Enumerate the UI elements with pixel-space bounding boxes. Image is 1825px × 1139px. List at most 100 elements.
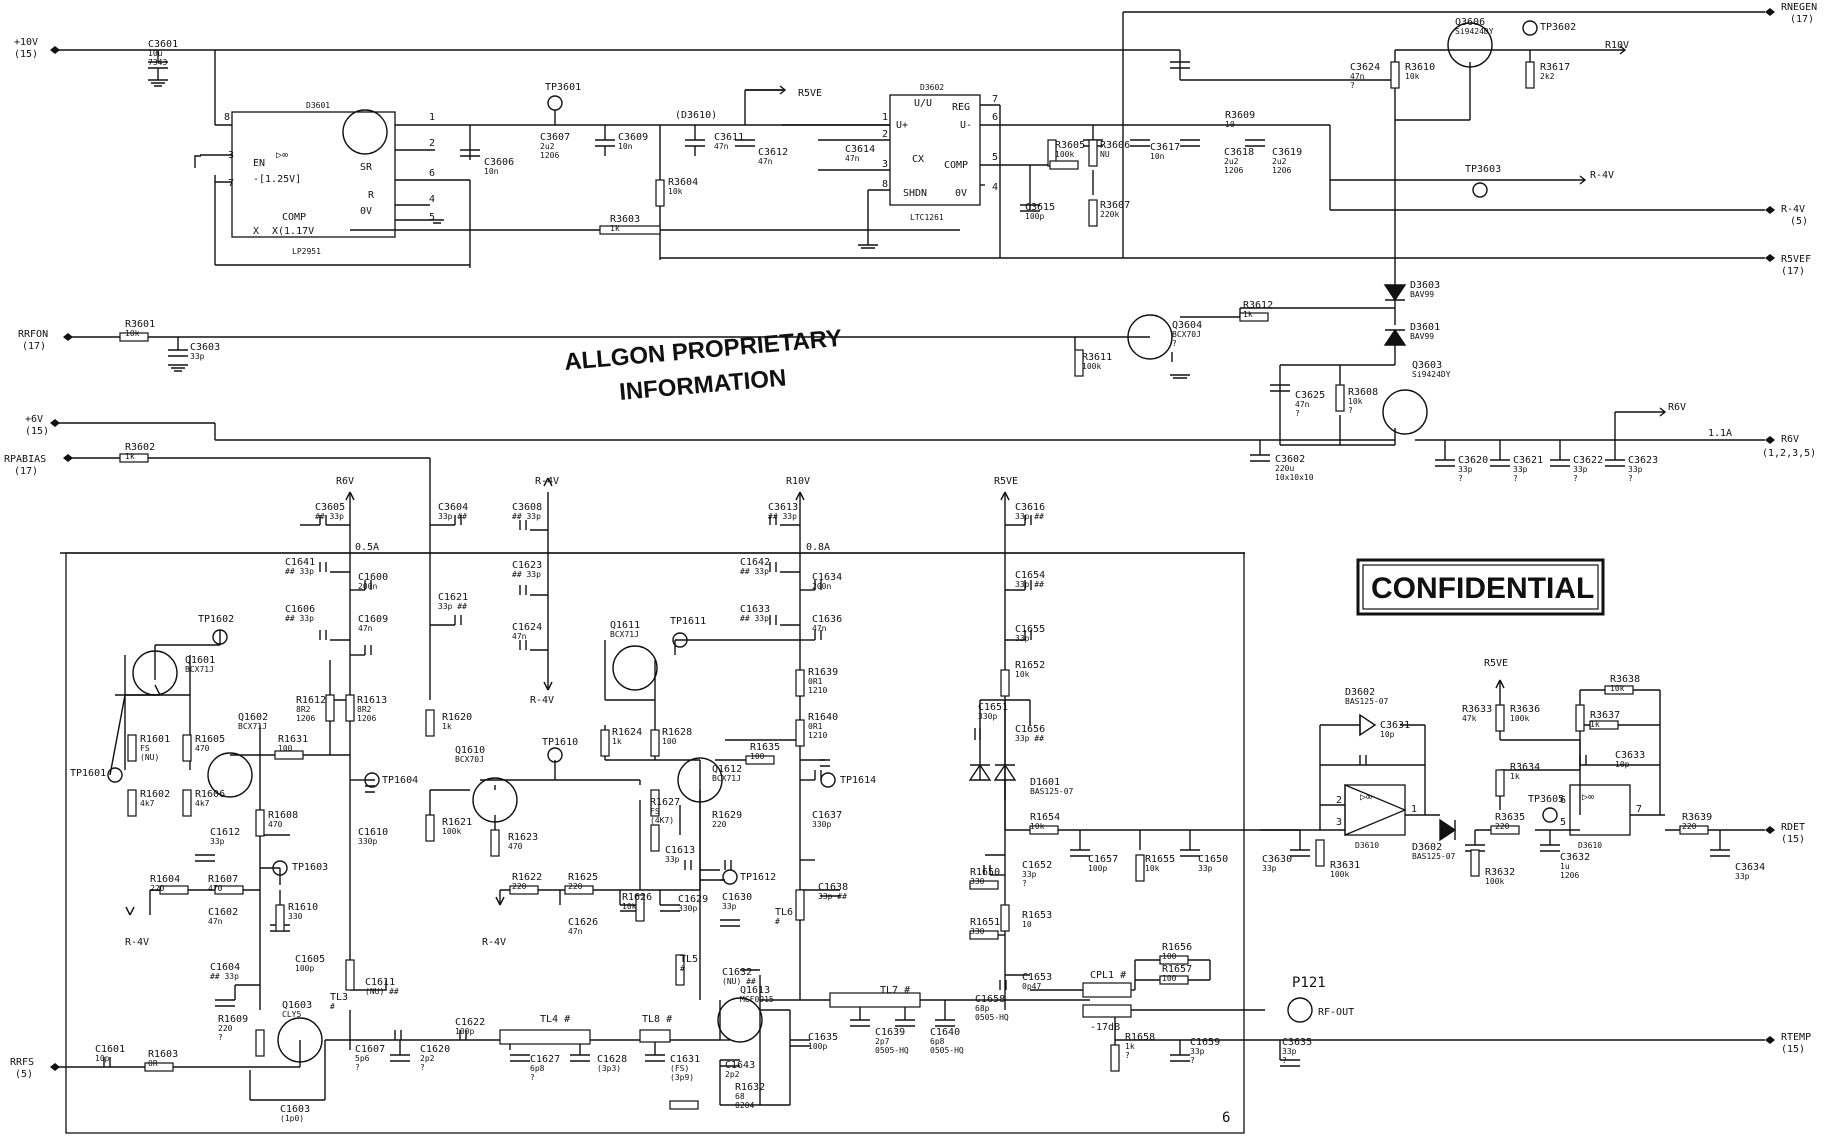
pin: 1 [429,112,435,123]
part-c1651-value: 330p [978,712,997,721]
pin: 3 [228,150,234,161]
part-c1652-ref: C1652 [1022,860,1052,871]
part-r3602-ref: R3602 [125,442,155,453]
part-r1640-ref: R1640 [808,712,838,723]
part-c1610-value: 330p [358,837,377,846]
pin: 5 [992,152,998,163]
part-r1603-ref: R1603 [148,1049,178,1060]
part-c1627-value: ? [530,1073,535,1082]
part-c1638-ref: C1638 [818,882,848,893]
part-r3637-value: 1k [1590,720,1600,729]
part-tp3601-ref: TP3601 [545,82,581,93]
part-r1639-value: 0R1 [808,677,823,686]
ic-d3601-en: EN [253,158,265,169]
net-current-b: 0.8A [806,542,830,553]
part-c1653-ref: C1653 [1022,972,1052,983]
part-db17-ref: -17dB [1090,1022,1120,1033]
part-r3612-ref: R3612 [1243,300,1273,311]
part-c3619-ref: C3619 [1272,147,1302,158]
part-c1640-ref: C1640 [930,1027,960,1038]
part-c1602-value: 47n [208,917,223,926]
part-c1605-ref: C1605 [295,954,325,965]
part-c3630-value: 33p [1262,864,1277,873]
net-current-6v: 1.1A [1708,428,1732,439]
part-r1601-value: (NU) [140,753,159,762]
part-c3624-ref: C3624 [1350,62,1380,73]
part-tl7-ref: TL7 # [880,985,910,996]
net-r5ve-det: R5VE [1484,658,1508,669]
port-rdet: RDET [1781,822,1805,833]
part-r1607-value: 470 [208,884,223,893]
part-c1640-value: 6p8 [930,1037,945,1046]
pin: 6 [1560,795,1566,806]
pin: 4 [992,182,998,193]
part-c1626-value: 47n [568,927,583,936]
part-d3601-ref: D3601 [1410,322,1440,333]
part-r1658-value: ? [1125,1051,1130,1060]
part-r3632-value: 100k [1485,877,1504,886]
part-tp3602-ref: TP3602 [1540,22,1576,33]
part-c1656-ref: C1656 [1015,724,1045,735]
part-r1628-value: 100 [662,737,677,746]
part-c3618-value: 1206 [1224,166,1243,175]
ic-d3602-shdn: SHDN [903,188,927,199]
part-r1621-value: 100k [442,827,461,836]
part-tp1604-ref: TP1604 [382,775,418,786]
part-r1627-value: (4K7) [650,816,674,825]
part-c1631-value: (FS) [670,1064,689,1073]
pin: 2 [1336,795,1342,806]
part-r1652-ref: R1652 [1015,660,1045,671]
ic-d3601-amp: ▷∞ [276,150,288,161]
pin: 3 [882,159,888,170]
part-d3602b-ref: D3602 [1412,842,1442,853]
part-q3604-ref: Q3604 [1172,320,1202,331]
part-r1604-ref: R1604 [150,874,180,885]
part-c1631-value: (3p9) [670,1073,694,1082]
part-r3639-value: 220 [1682,822,1697,831]
part-r1610-value: 330 [288,912,303,921]
part-tl8-ref: TL8 # [642,1014,672,1025]
port-rpabias: RPABIAS [4,454,46,465]
part-c3607-ref: C3607 [540,132,570,143]
ic-d3602-cx: CX [912,154,924,165]
part-q1612-value: BCX71J [712,774,741,783]
port-10v-ref: (15) [14,49,38,60]
part-r3603-value: 1k [610,224,620,233]
part-c1658-value: 68p [975,1004,990,1013]
part-c1658-value: 0505-HQ [975,1013,1009,1022]
part-r1632-ref: R1632 [735,1082,765,1093]
part-q3606-ref: Q3606 [1455,17,1485,28]
part-c1607-value: ? [355,1063,360,1072]
part-r1613-value: 8R2 [357,705,372,714]
part-c1655-ref: C1655 [1015,624,1045,635]
part-c1635-value: 100p [808,1042,827,1051]
part-r1604-value: 220 [150,884,165,893]
part-c1651-ref: C1651 [978,702,1008,713]
port-6v-ref: (15) [25,426,49,437]
part-c1655-value: 33p [1015,634,1030,643]
part-c1611-value: (NU) ## [365,987,399,996]
part-c1638-value: 33p ## [818,892,847,901]
part-c3616-ref: C3616 [1015,502,1045,513]
part-c3635-ref: C3635 [1282,1037,1312,1048]
part-c3609-value: 10n [618,142,633,151]
part-c1636-ref: C1636 [812,614,842,625]
part-q1613-ref: Q1613 [740,985,770,996]
part-d1601-ref: D1601 [1030,777,1060,788]
part-c1611-ref: C1611 [365,977,395,988]
part-c1636-value: 47n [812,624,827,633]
pin: 1 [1411,804,1417,815]
part-c3623-value: 33p [1628,465,1643,474]
part-q3606-value: Si9424DY [1455,27,1494,36]
part-c3621-value: 33p [1513,465,1528,474]
part-c3620-ref: C3620 [1458,455,1488,466]
part-r3609-value: 10 [1225,120,1235,129]
sheet-number: 6 [1222,1110,1230,1126]
part-d3602a-ref: D3602 [1345,687,1375,698]
ic-d3602-uu: U/U [914,98,932,109]
part-c1600-value: 200n [358,582,377,591]
part-r1608-value: 470 [268,820,283,829]
net-r5ve-rail: R5VE [994,476,1018,487]
part-c1604-ref: C1604 [210,962,240,973]
